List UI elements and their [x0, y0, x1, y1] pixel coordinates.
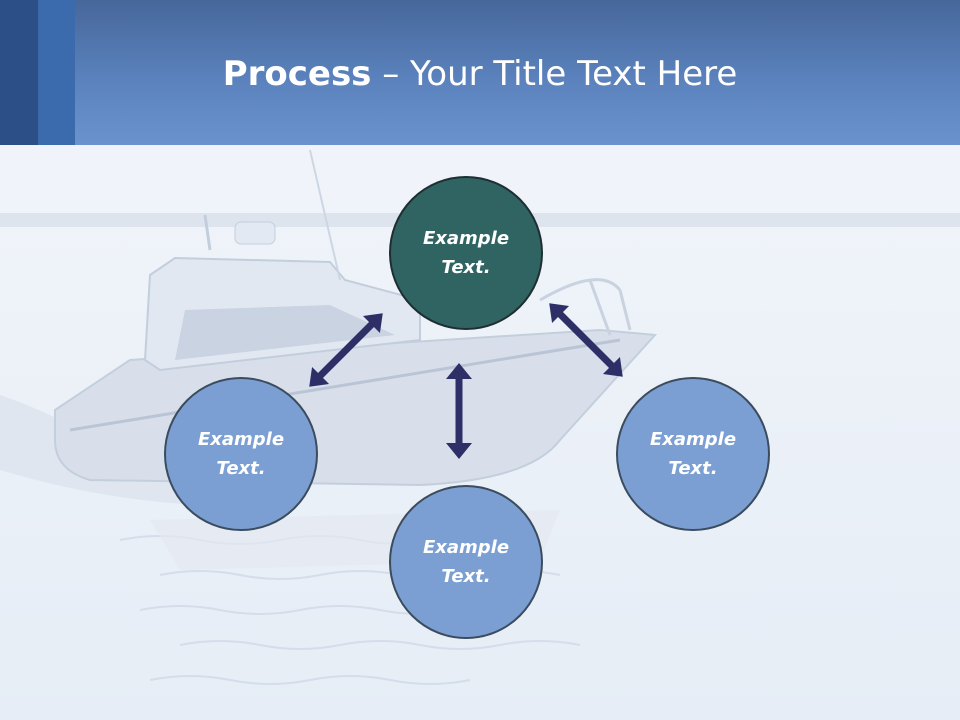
title-bar: Process – Your Title Text Here [0, 0, 960, 145]
process-node-left[interactable]: Example Text. [164, 377, 318, 531]
title-bar-stripe-dark [0, 0, 38, 145]
process-node-left-label: Example Text. [197, 429, 285, 479]
title-bar-stripe-mid [38, 0, 75, 145]
process-node-right[interactable]: Example Text. [616, 377, 770, 531]
process-node-top[interactable]: Example Text. [389, 176, 543, 330]
slide-title: Process – Your Title Text Here [75, 52, 885, 96]
slide-title-bold: Process [222, 54, 372, 94]
process-node-bottom-label: Example Text. [422, 537, 510, 587]
process-node-bottom[interactable]: Example Text. [389, 485, 543, 639]
process-node-top-label: Example Text. [422, 228, 510, 278]
slide-title-rest: – Your Title Text Here [371, 54, 738, 94]
process-node-right-label: Example Text. [649, 429, 737, 479]
